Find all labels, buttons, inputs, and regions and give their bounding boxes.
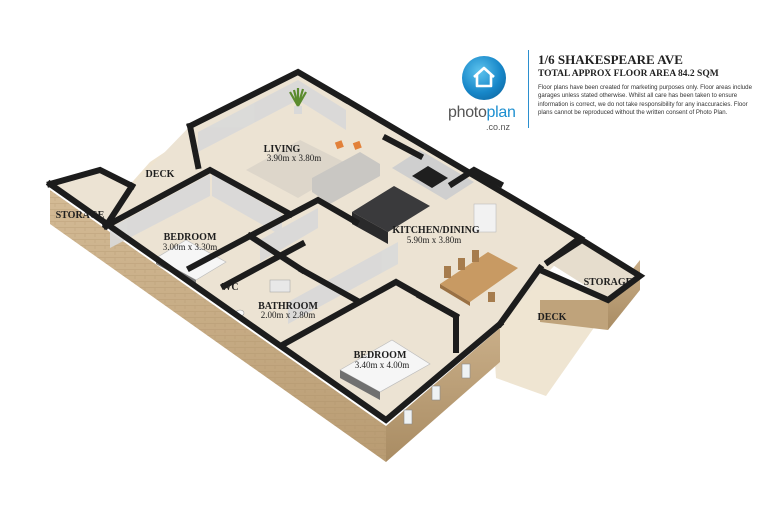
kitchen-label: KITCHEN/DINING bbox=[392, 225, 479, 236]
living-label: LIVING bbox=[264, 144, 301, 155]
vanity bbox=[269, 279, 291, 293]
plant-icon bbox=[289, 88, 307, 107]
bathroom-label: BATHROOM bbox=[258, 301, 318, 312]
sofa-cushion-2 bbox=[352, 140, 362, 150]
kitchen-cooktop bbox=[412, 166, 448, 188]
deck-right-label: DECK bbox=[538, 312, 567, 323]
bedroom1-dims: 3.00m x 3.30m bbox=[163, 242, 218, 252]
kitchen-island bbox=[352, 186, 430, 232]
walls bbox=[45, 68, 646, 424]
living-rug bbox=[246, 140, 352, 198]
deck-top-label: DECK bbox=[146, 169, 175, 180]
storage-left-label: STORAGE bbox=[56, 210, 105, 221]
sofa-cushion-1 bbox=[334, 140, 344, 150]
logo-badge bbox=[462, 56, 506, 100]
kitchen-island-front bbox=[352, 212, 388, 244]
bedroom2-bed bbox=[339, 339, 431, 393]
dining-table bbox=[440, 252, 518, 302]
bathroom-dims: 2.00m x 2.80m bbox=[261, 310, 316, 320]
header: photoplan .co.nz 1/6 SHAKESPEARE AVE TOT… bbox=[448, 48, 764, 138]
logo-wordmark: photoplan bbox=[448, 104, 516, 121]
exterior-wall-left-texture bbox=[50, 190, 386, 462]
kitchen-dims: 5.90m x 3.80m bbox=[407, 235, 462, 245]
photoplan-logo: photoplan .co.nz bbox=[448, 56, 526, 136]
windows bbox=[403, 363, 471, 425]
living-sofa bbox=[312, 152, 380, 204]
bedroom2-label: BEDROOM bbox=[354, 350, 407, 361]
fridge bbox=[473, 203, 497, 233]
house-icon bbox=[473, 66, 495, 88]
header-divider bbox=[528, 50, 529, 128]
floor-slab bbox=[50, 72, 580, 420]
bedroom1-bed bbox=[155, 239, 227, 281]
wc-label: WC bbox=[221, 282, 238, 293]
exterior-wall-right3 bbox=[540, 300, 608, 330]
bedroom1-label: BEDROOM bbox=[164, 232, 217, 243]
logo-tld: .co.nz bbox=[486, 122, 511, 132]
dining-table-front bbox=[440, 284, 470, 306]
floor-area: TOTAL APPROX FLOOR AREA 84.2 SQM bbox=[538, 69, 719, 79]
living-dims: 3.90m x 3.80m bbox=[267, 153, 322, 163]
dining-chairs bbox=[444, 250, 495, 302]
bedroom2-bed-base bbox=[340, 370, 380, 400]
interior-wall-faces bbox=[110, 80, 398, 324]
storage-right-floor bbox=[548, 240, 640, 300]
storage-right-label: STORAGE bbox=[584, 277, 633, 288]
bedroom2-dims: 3.40m x 4.00m bbox=[355, 360, 410, 370]
disclaimer: Floor plans have been created for market… bbox=[538, 84, 752, 117]
page-title: 1/6 SHAKESPEARE AVE bbox=[538, 52, 683, 67]
plant-pot bbox=[294, 106, 302, 114]
exterior-wall-right bbox=[386, 328, 500, 462]
